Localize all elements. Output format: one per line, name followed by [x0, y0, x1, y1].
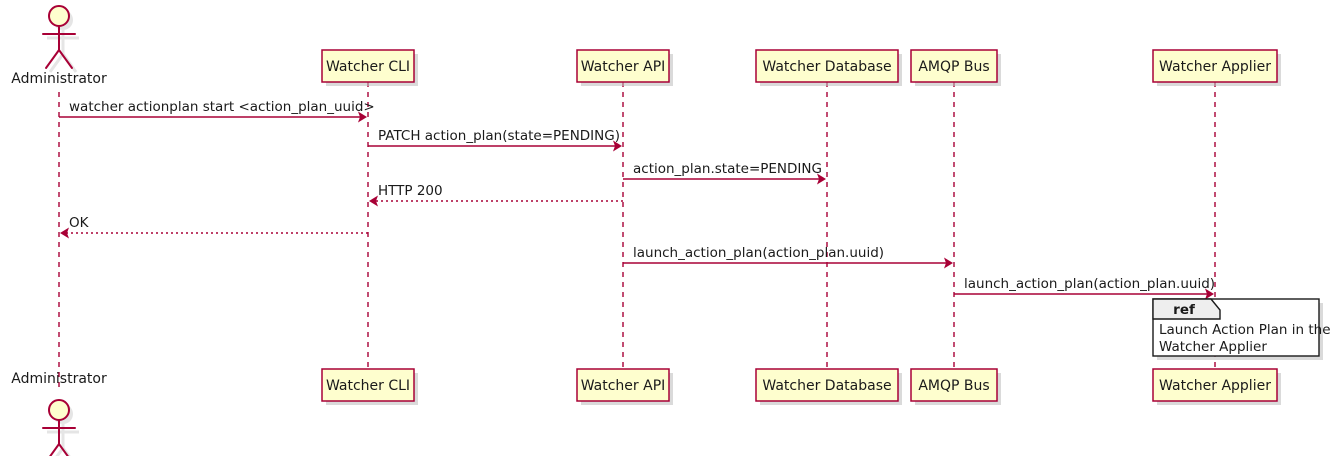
- participant-watcher-cli-bottom[interactable]: Watcher CLI: [321, 368, 418, 405]
- participant-watcher-applier-top[interactable]: Watcher Applier: [1152, 49, 1281, 86]
- message-msg-4: HTTP 200: [369, 183, 623, 207]
- ref-tab-label: ref: [1173, 302, 1195, 318]
- ref-text-line: Launch Action Plan in the: [1159, 322, 1330, 338]
- message-arrowhead: [817, 173, 826, 185]
- participant-watcher-applier-bottom[interactable]: Watcher Applier: [1152, 368, 1281, 405]
- participant-amqp-bus-bottom[interactable]: AMQP Bus: [910, 368, 1001, 405]
- message-label: PATCH action_plan(state=PENDING): [378, 128, 620, 144]
- actor-administrator-bottom[interactable]: Administrator: [11, 371, 107, 456]
- participant-label: Watcher CLI: [326, 378, 410, 394]
- participant-label: Watcher CLI: [326, 59, 410, 75]
- message-msg-2: PATCH action_plan(state=PENDING): [368, 128, 622, 152]
- message-msg-6: launch_action_plan(action_plan.uuid): [623, 245, 953, 269]
- participant-box[interactable]: [755, 49, 899, 83]
- actor-shadow-body: [47, 30, 79, 73]
- participant-watcher-database-top[interactable]: Watcher Database: [755, 49, 902, 86]
- participant-label: Watcher Database: [762, 378, 891, 394]
- actor-shadow-body: [47, 424, 79, 456]
- message-msg-3: action_plan.state=PENDING: [623, 161, 826, 185]
- participant-watcher-database-bottom[interactable]: Watcher Database: [755, 368, 902, 405]
- participant-watcher-cli-top[interactable]: Watcher CLI: [321, 49, 418, 86]
- participant-box[interactable]: [910, 49, 998, 83]
- message-label: HTTP 200: [378, 183, 443, 199]
- message-arrowhead: [944, 257, 953, 269]
- participant-label: AMQP Bus: [918, 378, 989, 394]
- participant-amqp-bus-top[interactable]: AMQP Bus: [910, 49, 1001, 86]
- participant-box[interactable]: [576, 49, 670, 83]
- participant-box[interactable]: [1152, 49, 1278, 83]
- participant-box[interactable]: [755, 368, 899, 402]
- actor-legs: [45, 49, 73, 69]
- participant-watcher-api-bottom[interactable]: Watcher API: [576, 368, 673, 405]
- message-msg-1: watcher actionplan start <action_plan_uu…: [59, 99, 375, 123]
- actor-label: Administrator: [11, 371, 107, 387]
- message-label: action_plan.state=PENDING: [633, 161, 822, 177]
- participant-label: Watcher API: [581, 378, 666, 394]
- participant-box[interactable]: [910, 368, 998, 402]
- ref-tab: [1152, 298, 1221, 320]
- actor-administrator-top[interactable]: Administrator: [11, 5, 107, 87]
- participant-label: Watcher Applier: [1159, 378, 1271, 394]
- participant-box[interactable]: [1152, 368, 1278, 402]
- participant-box[interactable]: [321, 49, 415, 83]
- message-arrowhead: [60, 227, 69, 239]
- message-label: watcher actionplan start <action_plan_uu…: [69, 99, 375, 115]
- actor-legs: [49, 443, 69, 456]
- message-label: launch_action_plan(action_plan.uuid): [633, 245, 884, 261]
- message-arrowhead: [358, 111, 367, 123]
- participant-label: Watcher API: [581, 59, 666, 75]
- participant-label: Watcher Database: [762, 59, 891, 75]
- message-msg-5: OK: [60, 215, 368, 239]
- participant-label: AMQP Bus: [918, 59, 989, 75]
- actor-head: [48, 399, 70, 421]
- message-msg-7: launch_action_plan(action_plan.uuid): [954, 276, 1215, 300]
- ref-text-line: Watcher Applier: [1159, 339, 1267, 355]
- participant-watcher-api-top[interactable]: Watcher API: [576, 49, 673, 86]
- participant-box[interactable]: [576, 368, 670, 402]
- message-label: launch_action_plan(action_plan.uuid): [964, 276, 1215, 292]
- message-arrowhead: [369, 195, 378, 207]
- participant-box[interactable]: [321, 368, 415, 402]
- message-arrowhead: [1205, 288, 1214, 300]
- message-label: OK: [69, 215, 90, 231]
- actor-head: [48, 5, 70, 27]
- actor-label: Administrator: [11, 71, 107, 87]
- message-arrowhead: [613, 140, 622, 152]
- participant-label: Watcher Applier: [1159, 59, 1271, 75]
